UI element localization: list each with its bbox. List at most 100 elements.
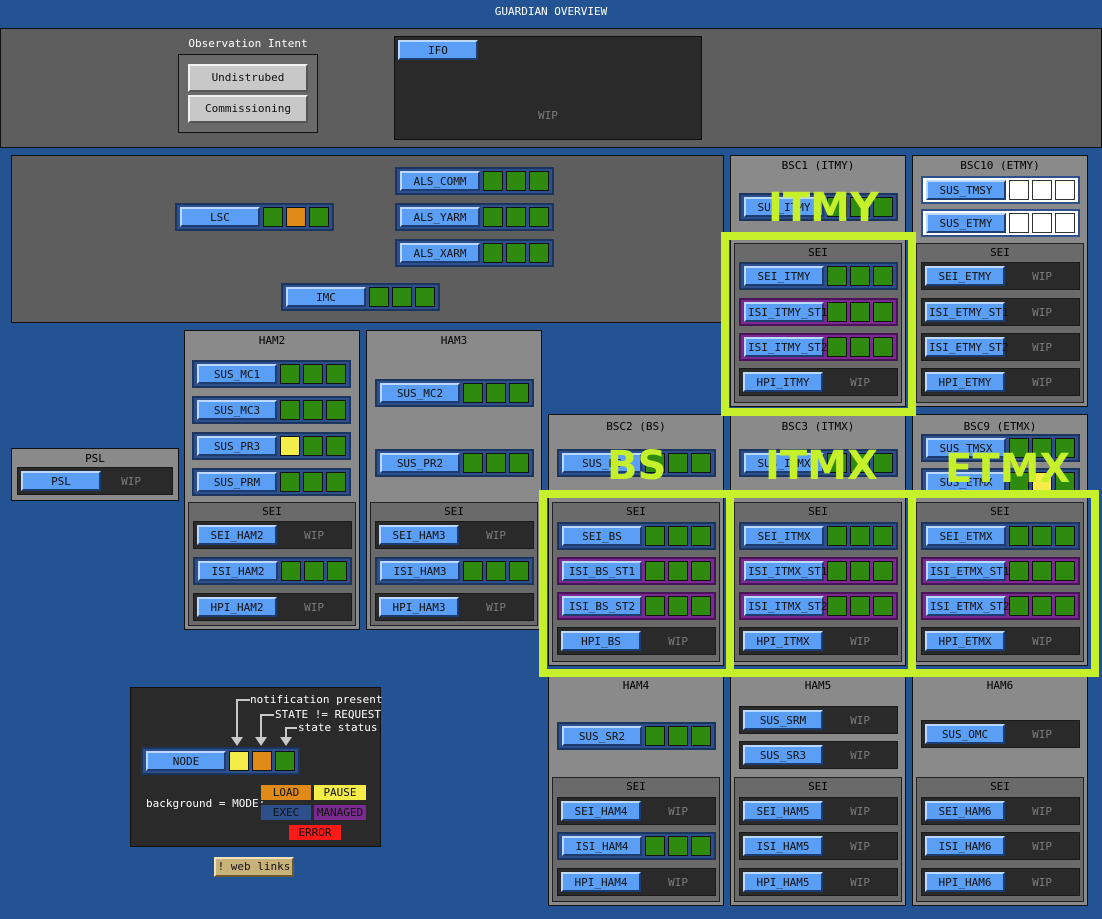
hpi-ham3-button[interactable]: HPI_HAM3 (379, 597, 459, 617)
sus-itmy-button[interactable]: SUS_ITMY (744, 197, 824, 217)
isi-itmy-st1-button[interactable]: ISI_ITMY_ST1 (744, 302, 827, 322)
isi-bs-st2-button[interactable]: ISI_BS_ST2 (562, 596, 642, 616)
psl-node[interactable]: PSL WIP (17, 467, 173, 495)
isi-bs-st1-button[interactable]: ISI_BS_ST1 (562, 561, 642, 581)
isi-ham5-button[interactable]: ISI_HAM5 (743, 836, 823, 856)
sus-bs-button[interactable]: SUS_BS (562, 453, 642, 473)
isi-ham3-node[interactable]: ISI_HAM3 (375, 557, 534, 585)
isi-ham2-button[interactable]: ISI_HAM2 (198, 561, 278, 581)
isi-ham3-button[interactable]: ISI_HAM3 (380, 561, 460, 581)
sei-itmy-button[interactable]: SEI_ITMY (744, 266, 824, 286)
als-xarm-node[interactable]: ALS_XARM (395, 239, 554, 267)
sus-mc1-button[interactable]: SUS_MC1 (197, 364, 277, 384)
imc-node[interactable]: IMC (281, 283, 440, 311)
isi-bs-st2-node[interactable]: ISI_BS_ST2 (557, 592, 716, 620)
sei-itmy-node[interactable]: SEI_ITMY (739, 262, 898, 290)
isi-ham2-node[interactable]: ISI_HAM2 (193, 557, 352, 585)
sei-bs-button[interactable]: SEI_BS (562, 526, 642, 546)
hpi-etmx-button[interactable]: HPI_ETMX (925, 631, 1005, 651)
isi-itmy-st2-button[interactable]: ISI_ITMY_ST2 (744, 337, 827, 357)
sei-ham3-button[interactable]: SEI_HAM3 (379, 525, 459, 545)
psl-button[interactable]: PSL (21, 471, 101, 491)
isi-itmx-st2-node[interactable]: ISI_ITMX_ST2 (739, 592, 898, 620)
als-comm-node[interactable]: ALS_COMM (395, 167, 554, 195)
sus-prm-button[interactable]: SUS_PRM (197, 472, 277, 492)
undisturbed-button[interactable]: Undistrubed (188, 64, 308, 92)
sei-ham4-button[interactable]: SEI_HAM4 (561, 801, 641, 821)
sus-omc-button[interactable]: SUS_OMC (925, 724, 1005, 744)
web-links-button[interactable]: ! web links (214, 857, 294, 877)
lsc-button[interactable]: LSC (180, 207, 260, 227)
hpi-bs-button[interactable]: HPI_BS (561, 631, 641, 651)
sei-ham6-button[interactable]: SEI_HAM6 (925, 801, 1005, 821)
commissioning-button[interactable]: Commissioning (188, 95, 308, 123)
sei-itmx-button[interactable]: SEI_ITMX (744, 526, 824, 546)
hpi-ham5-button[interactable]: HPI_HAM5 (743, 872, 823, 892)
isi-etmy-st1-button[interactable]: ISI_ETMY_ST1 (925, 302, 1008, 322)
imc-button[interactable]: IMC (286, 287, 366, 307)
sus-mc3-node[interactable]: SUS_MC3 (192, 396, 351, 424)
isi-itmy-st1-node[interactable]: ISI_ITMY_ST1 (739, 298, 898, 326)
sus-itmx-node[interactable]: SUS_ITMX (739, 449, 898, 477)
hpi-itmx-button[interactable]: HPI_ITMX (743, 631, 823, 651)
sus-srm-button[interactable]: SUS_SRM (743, 710, 823, 730)
isi-bs-st1-node[interactable]: ISI_BS_ST1 (557, 557, 716, 585)
hpi-ham2-button[interactable]: HPI_HAM2 (197, 597, 277, 617)
sus-sr2-button[interactable]: SUS_SR2 (562, 726, 642, 746)
als-xarm-button[interactable]: ALS_XARM (400, 243, 480, 263)
sus-prm-node[interactable]: SUS_PRM (192, 468, 351, 496)
isi-itmy-st2-node[interactable]: ISI_ITMY_ST2 (739, 333, 898, 361)
sus-mc2-node[interactable]: SUS_MC2 (375, 379, 534, 407)
isi-etmy-st2-button[interactable]: ISI_ETMY_ST2 (925, 337, 1008, 357)
sei-ham2-button[interactable]: SEI_HAM2 (197, 525, 277, 545)
sus-itmy-node[interactable]: SUS_ITMY (739, 193, 898, 221)
sus-pr3-node[interactable]: SUS_PR3 (192, 432, 351, 460)
ifo-button[interactable]: IFO (398, 40, 478, 60)
als-yarm-button[interactable]: ALS_YARM (400, 207, 480, 227)
sus-mc1-node[interactable]: SUS_MC1 (192, 360, 351, 388)
sus-sr3-button[interactable]: SUS_SR3 (743, 745, 823, 765)
sus-tmsx-button[interactable]: SUS_TMSX (926, 438, 1006, 458)
isi-itmx-st1-node[interactable]: ISI_ITMX_ST1 (739, 557, 898, 585)
isi-ham6-button[interactable]: ISI_HAM6 (925, 836, 1005, 856)
isi-etmx-st2-node[interactable]: ISI_ETMX_ST2 (921, 592, 1080, 620)
isi-ham4-button[interactable]: ISI_HAM4 (562, 836, 642, 856)
sus-sr2-node[interactable]: SUS_SR2 (557, 722, 716, 750)
sus-etmy-node[interactable]: SUS_ETMY (921, 209, 1080, 237)
sei-etmx-button[interactable]: SEI_ETMX (926, 526, 1006, 546)
sei-ham5-button[interactable]: SEI_HAM5 (743, 801, 823, 821)
isi-etmx-st1-node[interactable]: ISI_ETMX_ST1 (921, 557, 1080, 585)
sus-etmx-button[interactable]: SUS_ETMX (926, 472, 1006, 492)
hpi-ham6-button[interactable]: HPI_HAM6 (925, 872, 1005, 892)
als-yarm-node[interactable]: ALS_YARM (395, 203, 554, 231)
isi-etmx-st2-button[interactable]: ISI_ETMX_ST2 (926, 596, 1009, 616)
isi-ham4-node[interactable]: ISI_HAM4 (557, 832, 716, 860)
als-comm-button[interactable]: ALS_COMM (400, 171, 480, 191)
sei-etmy-button[interactable]: SEI_ETMY (925, 266, 1005, 286)
sus-tmsx-node[interactable]: SUS_TMSX (921, 434, 1080, 462)
sus-itmx-button[interactable]: SUS_ITMX (744, 453, 824, 473)
sus-pr2-button[interactable]: SUS_PR2 (380, 453, 460, 473)
sus-mc3-button[interactable]: SUS_MC3 (197, 400, 277, 420)
sei-bs-node[interactable]: SEI_BS (557, 522, 716, 550)
hpi-itmy-button[interactable]: HPI_ITMY (743, 372, 823, 392)
